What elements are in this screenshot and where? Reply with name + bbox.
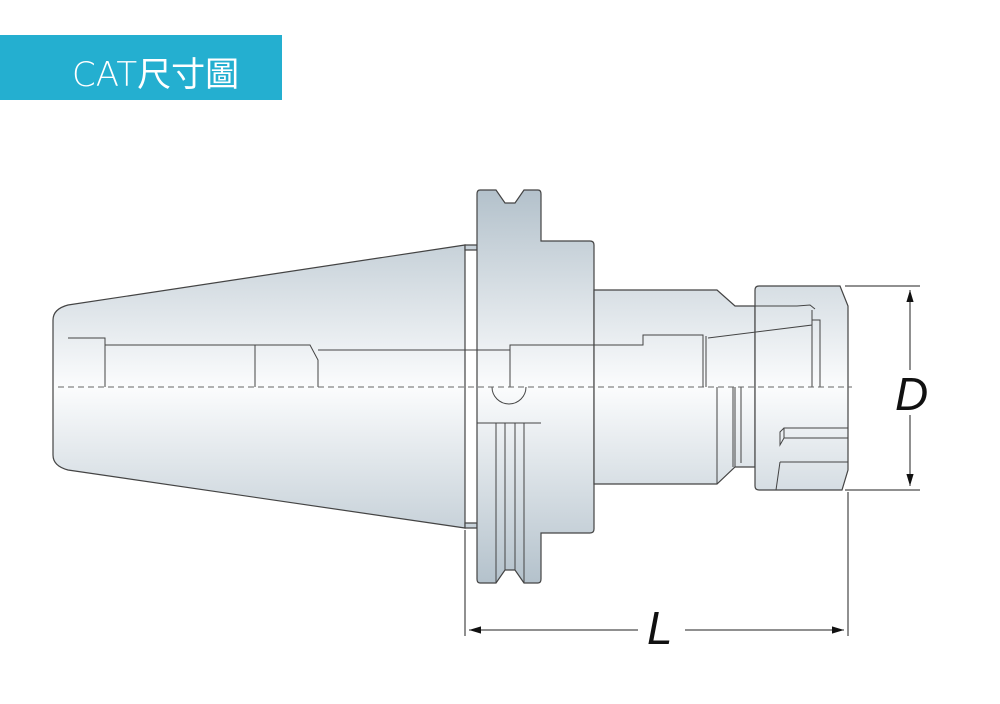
title-text: CAT尺寸圖 (72, 55, 240, 95)
title-banner: CAT尺寸圖 (0, 35, 282, 100)
internal-lines (68, 304, 849, 583)
v-flange (476, 189, 595, 584)
diameter-label: D (895, 368, 928, 420)
length-label: L (647, 602, 673, 654)
collet-nut (754, 285, 849, 491)
length-dimension (464, 492, 849, 636)
diameter-dimension (845, 285, 920, 491)
